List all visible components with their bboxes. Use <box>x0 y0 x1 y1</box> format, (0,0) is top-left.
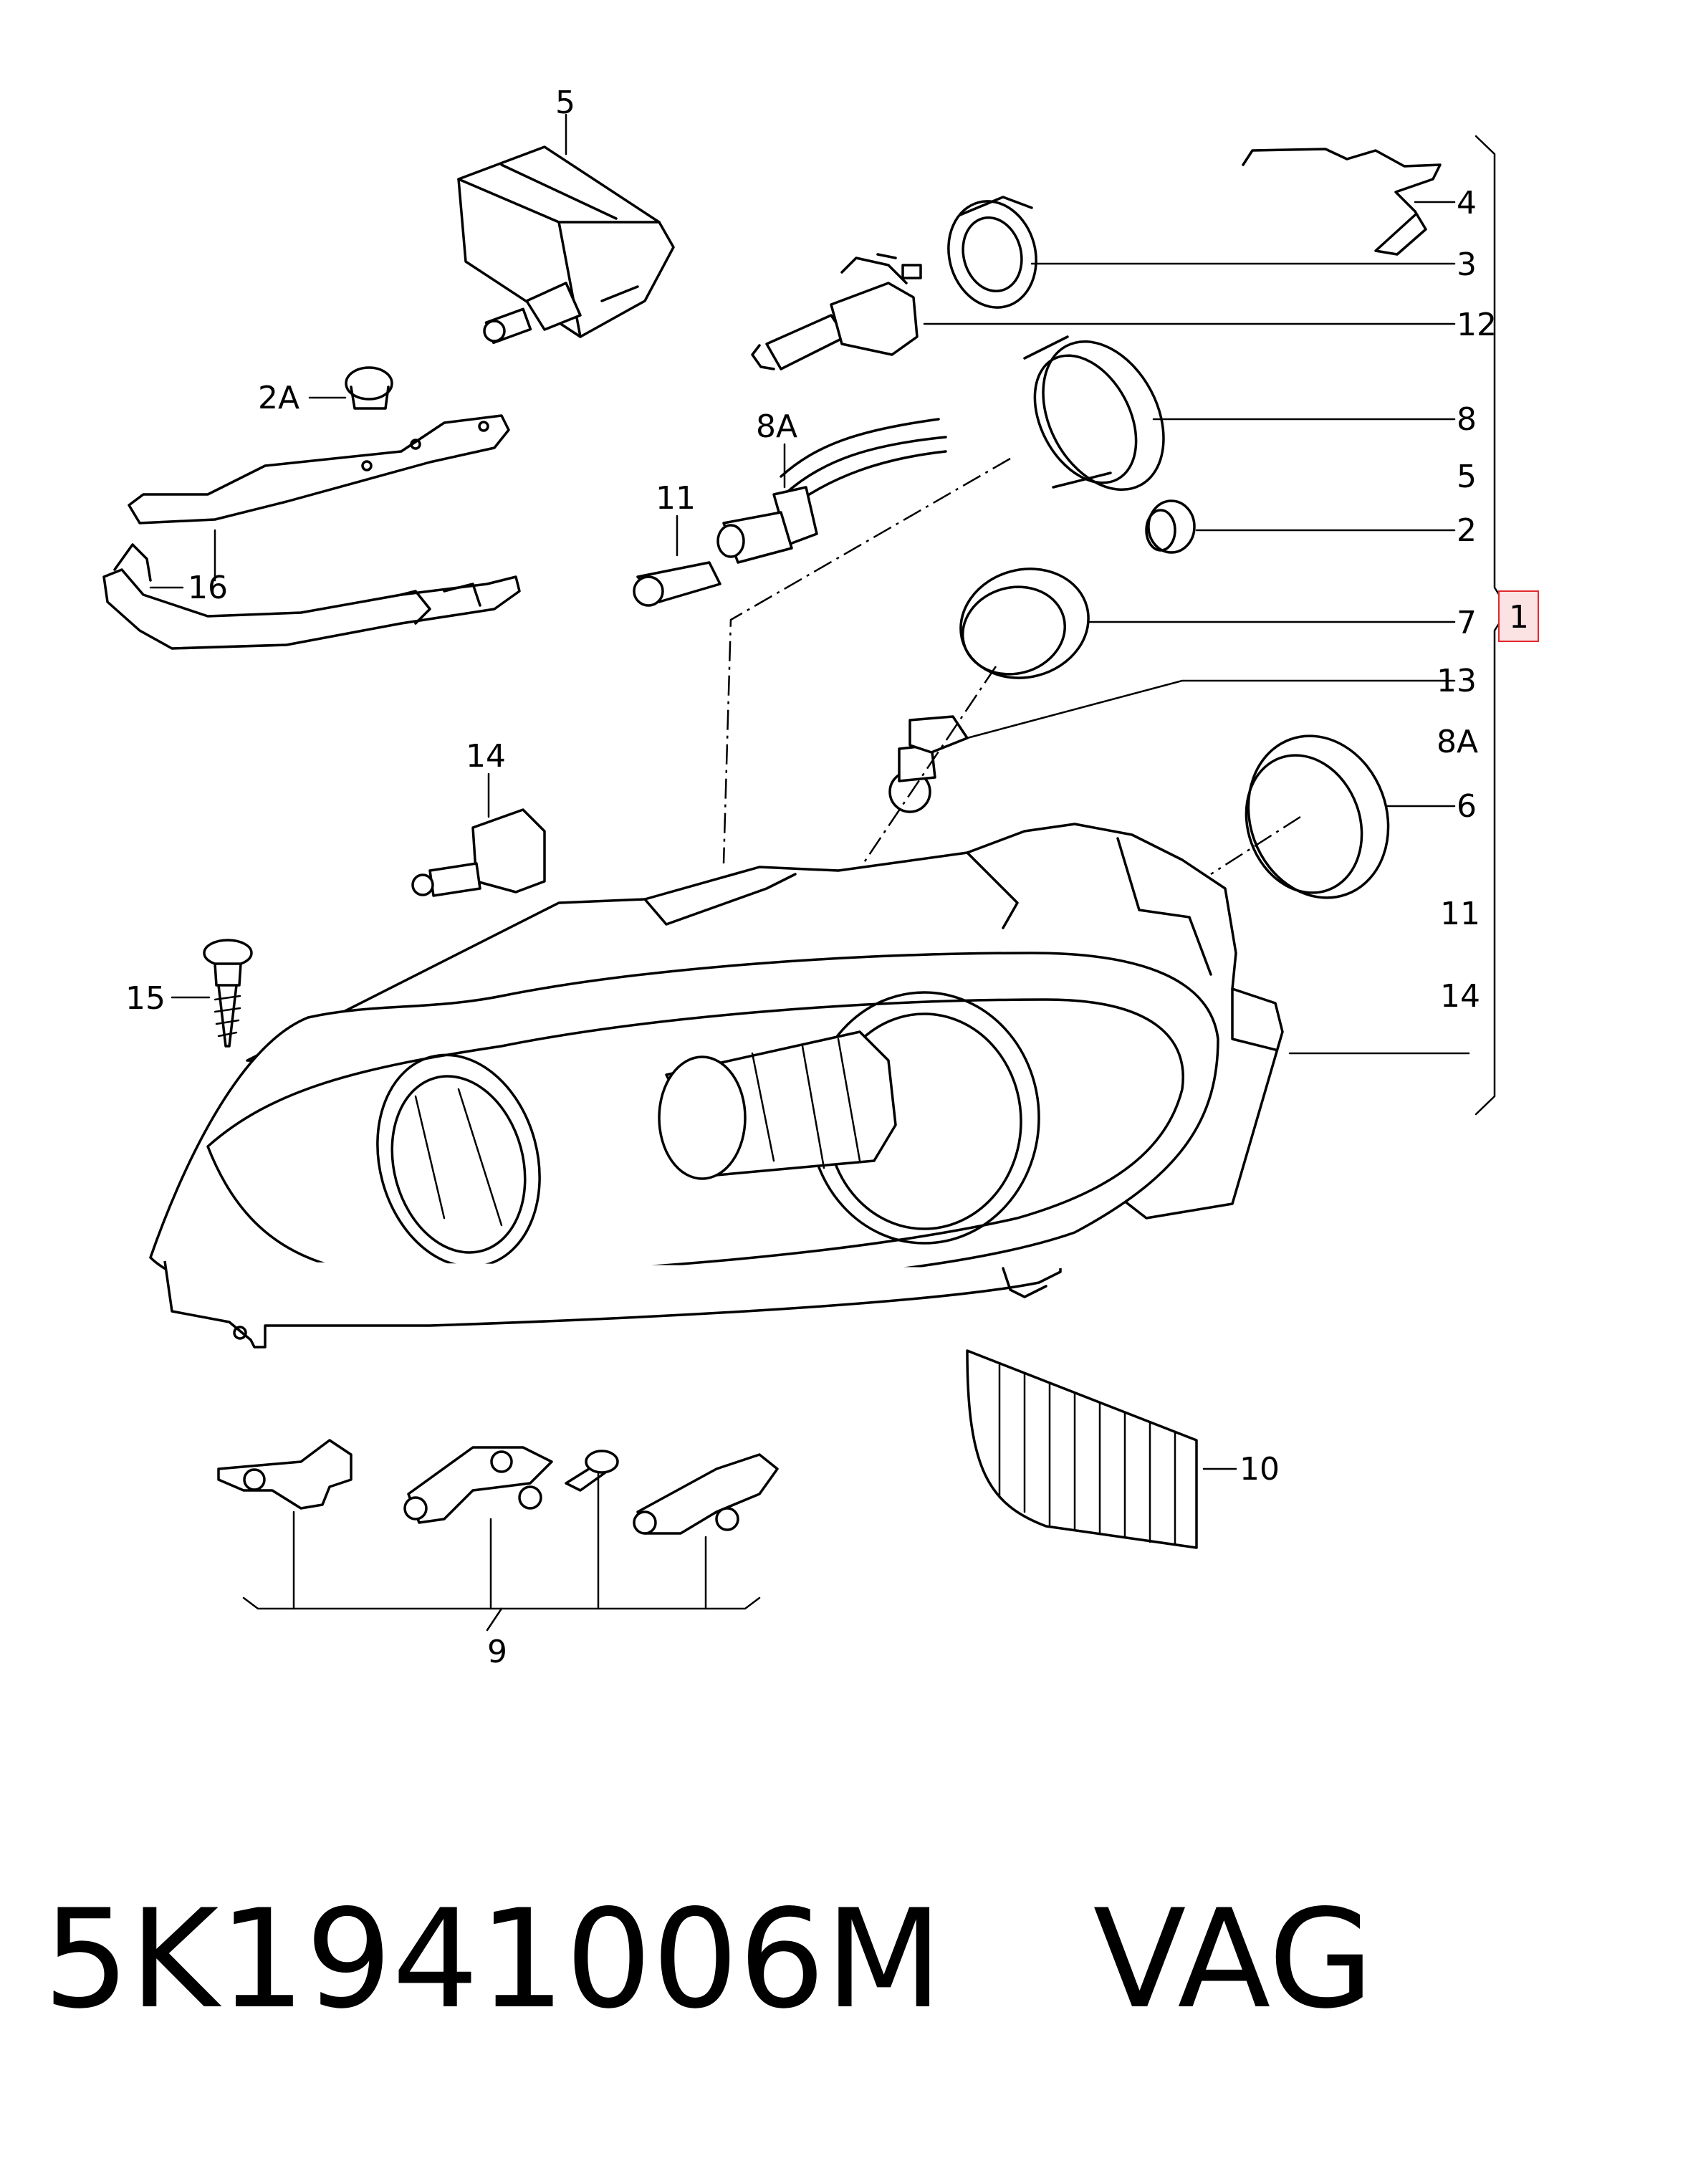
callout-9: 9 <box>487 1634 507 1670</box>
part-3-bulb-holder-ring <box>947 196 1037 309</box>
part-4-spring-clip <box>1242 148 1442 256</box>
callout-11-left: 11 <box>656 480 696 517</box>
callout-6: 6 <box>1457 788 1477 825</box>
part-12-h7-bulb <box>751 253 922 370</box>
callout-12: 12 <box>1457 307 1497 343</box>
callout-8: 8 <box>1457 401 1477 438</box>
callout-8A-left: 8A <box>756 408 797 445</box>
part-10-reflector-insert <box>966 1349 1198 1549</box>
part-2-small-cap <box>1145 499 1196 554</box>
part-15-screw <box>203 939 253 1048</box>
part-number: 5K1941006M <box>43 1880 943 2039</box>
part-2A-plug <box>345 366 393 410</box>
callout-10: 10 <box>1240 1451 1280 1488</box>
callout-5-top: 5 <box>555 85 575 121</box>
part-8A-connector-wire <box>716 418 947 564</box>
part-14-bulb-socket <box>411 808 546 897</box>
part-1-headlight-assembly <box>149 823 1284 1349</box>
callout-14-right: 14 <box>1440 978 1480 1015</box>
callout-4: 4 <box>1457 185 1477 221</box>
callout-2: 2 <box>1457 512 1477 549</box>
callout-14-left: 14 <box>466 738 506 775</box>
callout-1: 1 <box>1509 599 1529 636</box>
callout-5-right: 5 <box>1457 459 1477 495</box>
callout-11-right: 11 <box>1440 896 1480 932</box>
footer: 5K1941006M VAG <box>43 1892 1373 2028</box>
part-11-wedge-bulb <box>633 561 721 607</box>
callout-1-highlight-box <box>1498 590 1539 642</box>
part-9-bracket-set <box>217 1439 779 1632</box>
callout-13: 13 <box>1437 663 1477 699</box>
callout-15: 15 <box>125 980 166 1017</box>
part-7-cover-cap <box>959 567 1090 679</box>
callout-2A: 2A <box>258 380 299 416</box>
callout-7: 7 <box>1457 605 1477 641</box>
brand-name: VAG <box>1093 1880 1374 2039</box>
part-8-cover-cap <box>1023 335 1165 492</box>
callout-8A-right: 8A <box>1437 724 1478 760</box>
callout-16: 16 <box>188 570 228 606</box>
part-6-cover-cap <box>1245 734 1390 899</box>
part-5-leveling-motor <box>457 145 675 345</box>
part-13-bulb <box>888 715 969 813</box>
callout-3: 3 <box>1457 246 1477 283</box>
part-16-mounting-strip <box>102 414 521 650</box>
